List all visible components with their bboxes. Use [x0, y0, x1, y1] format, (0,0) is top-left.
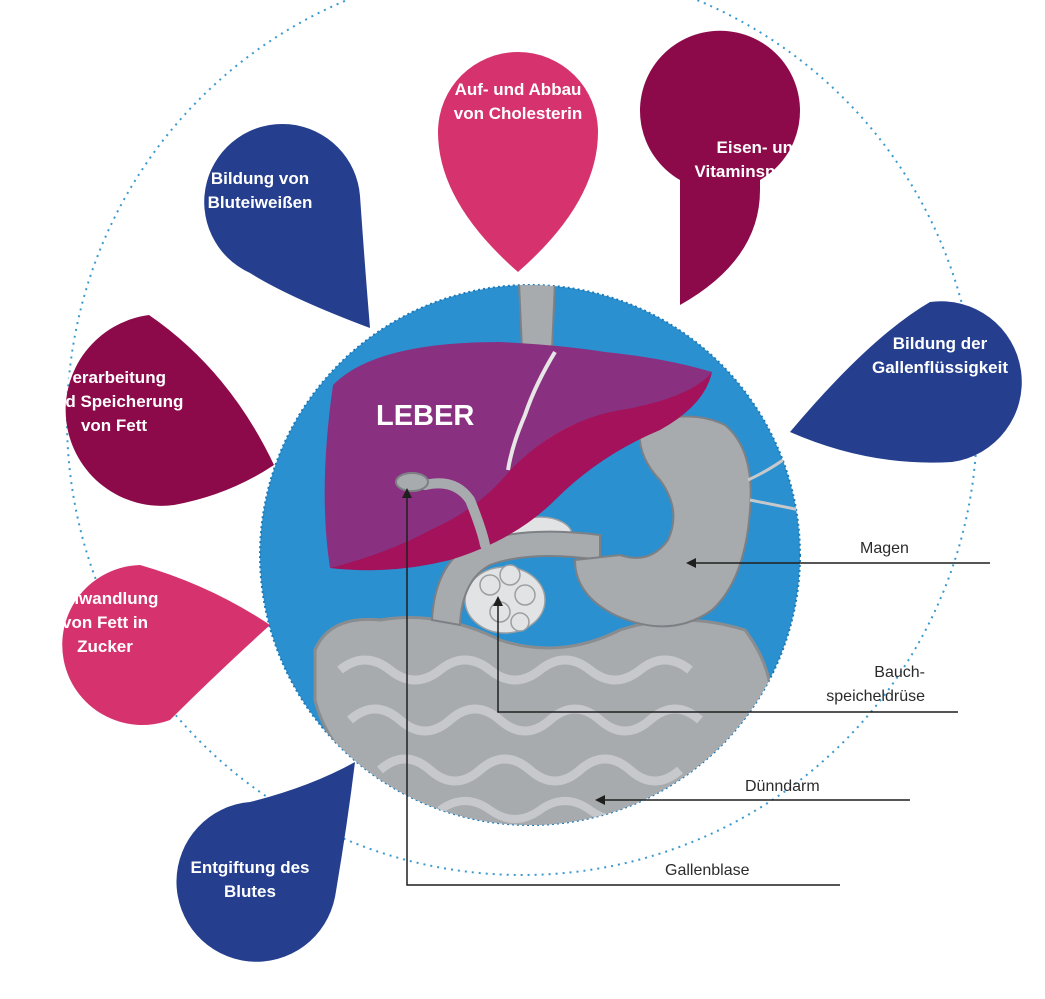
leber-label: LEBER: [376, 400, 474, 432]
organ-label-gallenblase: Gallenblase: [665, 862, 750, 879]
organ-label-magen: Magen: [860, 540, 909, 557]
organ-label-bauchspeicheldruese: Bauch-speicheldrüse: [826, 664, 925, 705]
pin-shape: [204, 124, 370, 328]
gallbladder: [396, 473, 428, 491]
pin-shape: [790, 301, 1022, 462]
small-intestine: [315, 618, 772, 831]
organ-label-duenndarm: Dünndarm: [745, 778, 820, 795]
